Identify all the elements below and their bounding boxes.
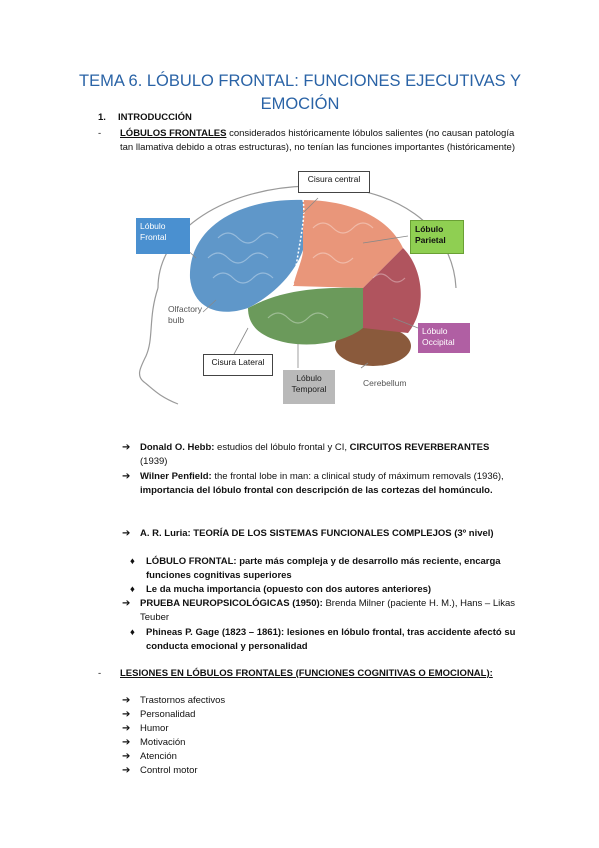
diamond-icon: ♦: [130, 556, 135, 567]
label-lateral-sulcus: Cisura Lateral: [203, 354, 273, 376]
list-item: ➔Trastornos afectivos: [122, 695, 226, 706]
page-title: TEMA 6. LÓBULO FRONTAL: FUNCIONES EJECUT…: [79, 72, 521, 113]
arrow-icon: ➔: [122, 751, 131, 762]
section-title: INTRODUCCIÓN: [118, 112, 192, 123]
arrow-icon: ➔: [122, 709, 131, 720]
list-item-penfield: ➔ Wilner Penfield: the frontal lobe in m…: [122, 471, 504, 496]
label-frontal-lobe: Lóbulo Frontal: [136, 218, 190, 254]
list-item: ➔Control motor: [122, 765, 198, 776]
section-number: 1.: [98, 112, 106, 123]
list-item: ➔Motivación: [122, 737, 186, 748]
arrow-icon: ➔: [122, 598, 131, 609]
list-item-gage: ♦ Phineas P. Gage (1823 – 1861): lesione…: [130, 627, 516, 652]
intro-term: LÓBULOS FRONTALES: [120, 128, 227, 139]
occipital-lobe-shape: [363, 248, 421, 333]
label-temporal-lobe: Lóbulo Temporal: [283, 370, 335, 404]
diamond-icon: ♦: [130, 584, 135, 595]
diamond-icon: ♦: [130, 627, 135, 638]
list-item: ➔Personalidad: [122, 709, 196, 720]
list-item: ➔Humor: [122, 723, 169, 734]
arrow-icon: ➔: [122, 765, 131, 776]
section-heading: 1. INTRODUCCIÓN: [98, 112, 192, 123]
parietal-lobe-shape: [293, 200, 403, 288]
label-occipital-lobe: Lóbulo Occipital: [418, 323, 470, 353]
cerebellum-shape: [335, 326, 411, 366]
label-central-sulcus: Cisura central: [298, 171, 370, 193]
list-item-hebb: ➔ Donald O. Hebb: estudios del lóbulo fr…: [122, 442, 490, 467]
list-item-prueba: ➔ PRUEBA NEUROPSICOLÓGICAS (1950): Brend…: [122, 598, 516, 623]
list-item-luria-sub2: ♦ Le da mucha importancia (opuesto con d…: [130, 584, 432, 595]
list-item: ➔Atención: [122, 751, 177, 762]
label-olfactory-bulb: Olfactory bulb: [168, 304, 203, 325]
intro-paragraph: - LÓBULOS FRONTALES considerados históri…: [98, 127, 518, 155]
label-parietal-lobe: Lóbulo Parietal: [410, 220, 464, 254]
label-cerebellum: Cerebellum: [363, 378, 407, 388]
lesiones-heading: - LESIONES EN LÓBULOS FRONTALES (FUNCION…: [98, 668, 493, 679]
list-dash: -: [98, 128, 102, 139]
lesiones-list: ➔Trastornos afectivos ➔Personalidad ➔Hum…: [122, 694, 422, 778]
arrow-icon: ➔: [122, 695, 131, 706]
arrow-icon: ➔: [122, 737, 131, 748]
list-item-luria: ➔ A. R. Luria: TEORÍA DE LOS SISTEMAS FU…: [122, 528, 494, 539]
brain-diagram: [138, 185, 457, 405]
arrow-icon: ➔: [122, 471, 131, 482]
temporal-lobe-shape: [248, 287, 363, 345]
frontal-lobe-shape: [189, 199, 303, 312]
list-dash: -: [98, 668, 102, 679]
arrow-icon: ➔: [122, 442, 131, 453]
arrow-icon: ➔: [122, 528, 131, 539]
brain-figure: Lóbulo Frontal Cisura central Lóbulo Par…: [118, 168, 498, 408]
list-item-luria-sub1: ♦ LÓBULO FRONTAL: parte más compleja y d…: [130, 556, 501, 581]
arrow-icon: ➔: [122, 723, 131, 734]
intro-text: considerados históricamente lóbulos sali…: [120, 128, 515, 153]
